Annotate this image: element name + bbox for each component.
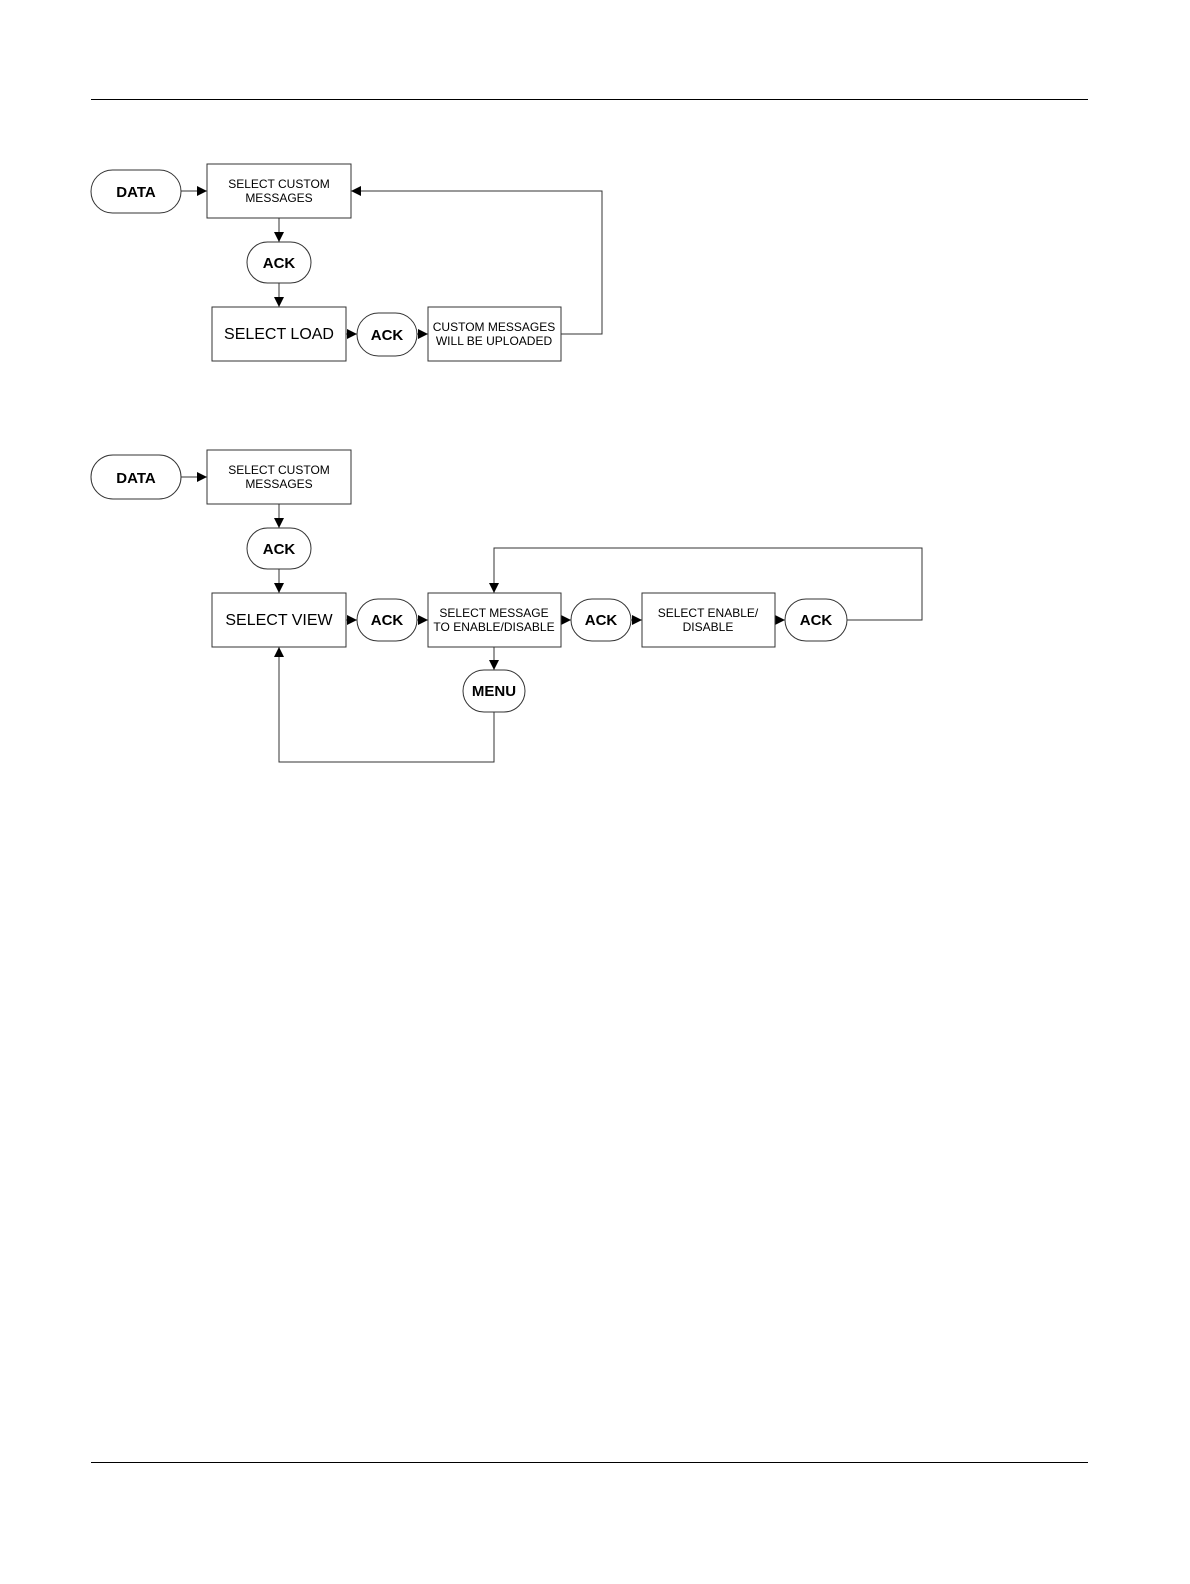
data-key[interactable]: DATA [91,170,181,213]
ack-key[interactable]: ACK [247,242,311,283]
box-line: MESSAGES [245,477,312,491]
select-view-box: SELECT VIEW [212,593,346,647]
box-line: MESSAGES [245,191,312,205]
flowchart-view: DATA SELECT CUSTOM MESSAGES ACK SELECT V… [91,450,922,762]
menu-key[interactable]: MENU [463,670,525,712]
select-message-box: SELECT MESSAGE TO ENABLE/DISABLE [428,593,561,647]
ack-key[interactable]: ACK [357,313,417,356]
select-enable-disable-box: SELECT ENABLE/ DISABLE [642,593,775,647]
box-line: SELECT LOAD [224,326,334,343]
ack-key-label: ACK [263,255,296,272]
ack-key-label: ACK [371,612,404,629]
ack-key[interactable]: ACK [357,599,417,641]
box-line: SELECT CUSTOM [228,177,330,191]
messages-uploaded-box: CUSTOM MESSAGES WILL BE UPLOADED [428,307,561,361]
box-line: SELECT CUSTOM [228,463,330,477]
ack-key-label: ACK [371,327,404,344]
ack-key-label: ACK [800,612,833,629]
box-line: SELECT MESSAGE [439,606,548,620]
box-line: WILL BE UPLOADED [436,334,553,348]
box-line: CUSTOM MESSAGES [433,320,555,334]
data-key[interactable]: DATA [91,455,181,499]
ack-key[interactable]: ACK [247,528,311,569]
arrow-menu-back-to-select-view [279,647,494,762]
ack-key-label: ACK [263,541,296,558]
ack-key[interactable]: ACK [785,599,847,641]
menu-key-label: MENU [472,683,516,700]
ack-key-label: ACK [585,612,618,629]
select-custom-messages-box: SELECT CUSTOM MESSAGES [207,164,351,218]
box-line: SELECT VIEW [225,612,333,629]
select-load-box: SELECT LOAD [212,307,346,361]
ack-key[interactable]: ACK [571,599,631,641]
box-line: SELECT ENABLE/ [658,606,759,620]
box-line: DISABLE [683,620,734,634]
data-key-label: DATA [116,470,156,487]
flowchart-load: DATA SELECT CUSTOM MESSAGES ACK SELECT L… [91,164,602,361]
select-custom-messages-box: SELECT CUSTOM MESSAGES [207,450,351,504]
data-key-label: DATA [116,184,156,201]
box-line: TO ENABLE/DISABLE [433,620,554,634]
